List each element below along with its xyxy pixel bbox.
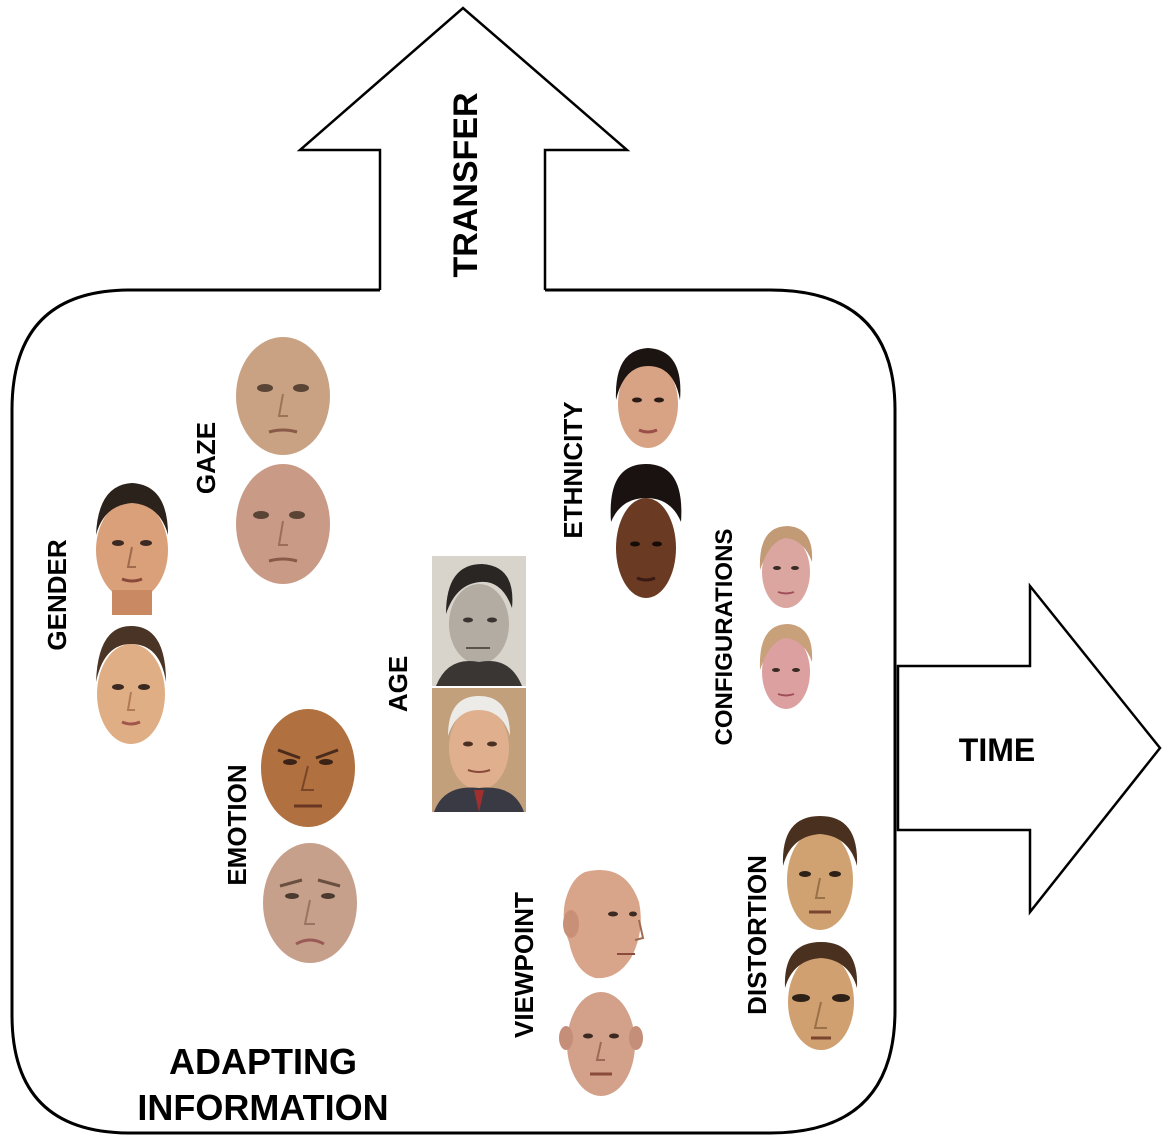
ethnicity-label: ETHNICITY: [558, 401, 588, 539]
distortion-label: DISTORTION: [742, 855, 772, 1015]
gender-label: GENDER: [42, 539, 72, 651]
ethnicity-face-1-image: [615, 348, 681, 448]
adapting-label-line1: ADAPTING: [169, 1041, 357, 1082]
adapting-box-outline: [10, 288, 897, 1135]
time-arrow: [896, 582, 1162, 916]
gaze-label: GAZE: [191, 421, 221, 495]
adapting-label-line2: INFORMATION: [137, 1087, 389, 1128]
emotion-face-sad-image: [263, 843, 357, 963]
time-label: TIME: [958, 732, 1036, 768]
configurations-label: CONFIGURATIONS: [711, 528, 738, 746]
transfer-arrow: [296, 6, 631, 290]
ethnicity-face-2-image: [610, 464, 682, 598]
gender-face-female-image: [96, 626, 166, 744]
configurations-face-2-image: [759, 624, 813, 709]
emotion-label: EMOTION: [222, 764, 252, 886]
distortion-face-normal-image: [782, 816, 858, 930]
gaze-face-direct-image: [236, 337, 330, 455]
transfer-label: TRANSFER: [447, 92, 485, 278]
configurations-face-1-image: [759, 526, 813, 608]
emotion-face-angry-image: [261, 709, 355, 827]
viewpoint-face-side-image: [563, 870, 645, 979]
gender-face-male-image: [96, 483, 168, 615]
age-face-old-image: [432, 688, 526, 812]
age-face-young-image: [432, 556, 526, 686]
viewpoint-label: VIEWPOINT: [509, 892, 539, 1038]
distortion-face-distorted-image: [784, 942, 858, 1050]
gaze-face-averted-image: [236, 464, 330, 584]
age-label: AGE: [383, 655, 413, 713]
viewpoint-face-front-image: [559, 992, 643, 1096]
